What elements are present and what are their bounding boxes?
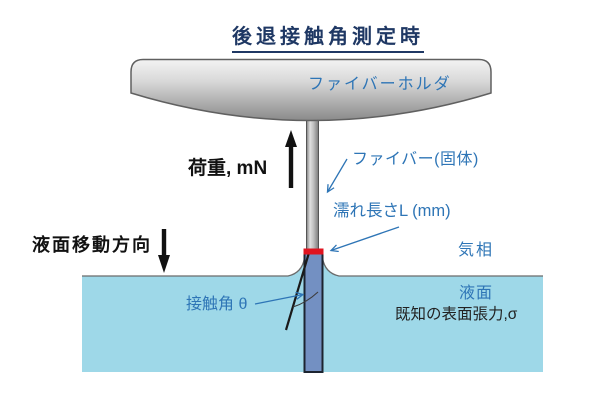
- load-label: 荷重, mN: [188, 158, 268, 179]
- liquid-surface-label: 液面: [459, 285, 494, 302]
- wet-length-pointer-arrow-icon: [331, 226, 400, 251]
- diagram-title: 後退接触角測定時: [232, 26, 424, 53]
- fiber-solid-label: ファイバー(固体): [352, 151, 479, 168]
- contact-angle-pointer-arrow-icon: [254, 295, 303, 305]
- surface-move-direction-label: 液面移動方向: [32, 235, 152, 255]
- wetting-line-mark: [303, 248, 324, 255]
- load-arrow-up-icon: [285, 130, 297, 188]
- fiber-holder-shape: [130, 58, 492, 122]
- wet-length-label: 濡れ長さL (mm): [333, 202, 451, 220]
- fiber-holder-label: ファイバーホルダ: [308, 76, 452, 93]
- surface-tension-label: 既知の表面張力,σ: [395, 306, 518, 323]
- direction-arrow-down-icon: [158, 229, 170, 273]
- wetted-fiber: [303, 252, 324, 373]
- fiber-rod: [306, 117, 319, 252]
- gas-phase-label: 気相: [458, 242, 495, 259]
- contact-angle-arc: [292, 291, 319, 308]
- contact-angle-label: 接触角 θ: [186, 296, 248, 313]
- tangent-line: [284, 250, 311, 331]
- fiber-pointer-arrow-icon: [328, 158, 348, 192]
